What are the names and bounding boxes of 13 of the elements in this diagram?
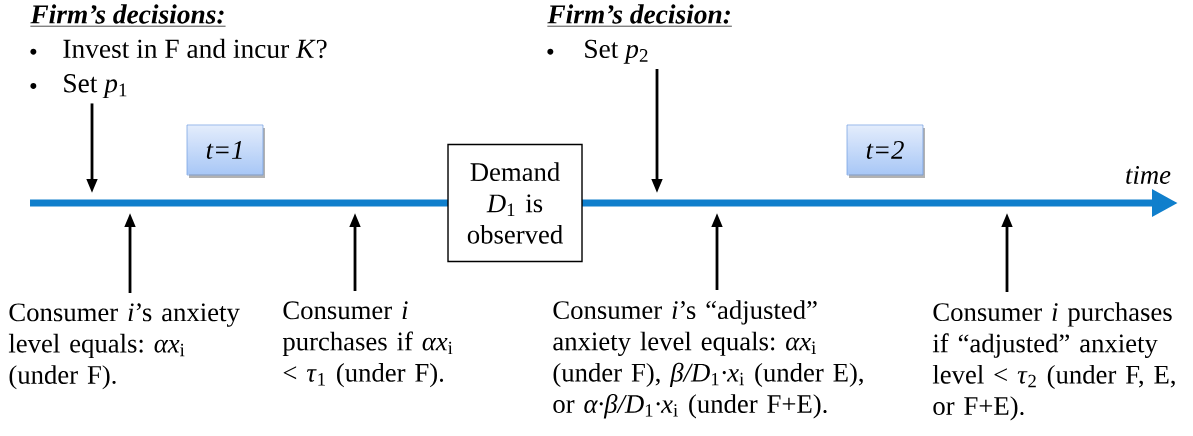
description-text: Consumer i purchases if αx$_{i}$ < τ$_{1}$ (under F). xyxy=(282,301,453,388)
description-text: Consumer i’s “adjusted” anxiety level equals: αx$_{i}$ (under F), β/D$_{1}$·x$_{i}$ (under E), or α·β/D$_{1}$·x$_{i}$ (under F+E). xyxy=(553,300,863,419)
description-text: Consumer i purchases if “adjusted” anxiety level < τ$_{2}$ (under F, E, or F+E). xyxy=(932,302,1175,421)
axis-label: time xyxy=(1126,166,1171,184)
period-box: t=1 xyxy=(186,124,265,178)
period-box: t=2 xyxy=(846,124,925,178)
bullet-text: Set p$_{1}$ xyxy=(64,74,127,99)
description-text: Consumer i’s anxiety level equals: αx$_{i}$ (under F). xyxy=(8,303,240,390)
bullet-text: Invest in F and incur K? xyxy=(63,38,327,59)
bullet-text: Set p$_{2}$ xyxy=(585,39,648,64)
event-box: Demand D$_{1}$ is observed xyxy=(447,143,583,263)
heading: Firm’s decision: xyxy=(547,4,733,27)
heading: Firm’s decisions: xyxy=(30,4,226,27)
